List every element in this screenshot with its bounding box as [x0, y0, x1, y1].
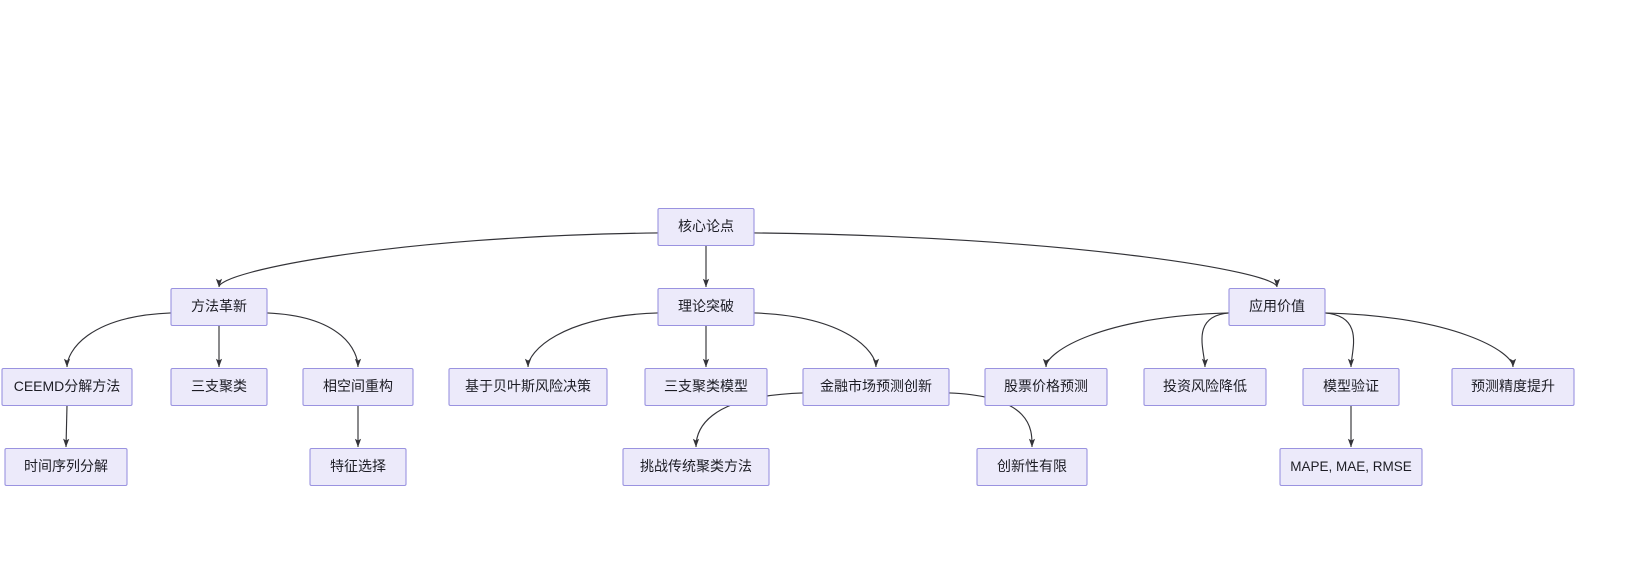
edge-node-to-node [1042, 312, 1230, 368]
node-box [1451, 367, 1575, 407]
edge-node-to-node [1201, 312, 1230, 368]
node-node[interactable]: 预测精度提升 [1451, 367, 1575, 407]
node-label: 金融市场预测创新 [820, 378, 932, 394]
edge-node-to-node [215, 232, 659, 288]
node-label: 方法革新 [191, 298, 247, 314]
edge-ceemd-to-node [63, 405, 70, 448]
node-label: 相空间重构 [323, 378, 393, 394]
node-label: 投资风险降低 [1163, 378, 1247, 394]
node-box [644, 367, 768, 407]
node-label: 时间序列分解 [24, 458, 108, 474]
node-box [448, 367, 608, 407]
node-box [657, 287, 755, 327]
node-label: 核心论点 [678, 218, 734, 234]
node-box [622, 447, 770, 487]
edge-node-to-node [266, 312, 362, 368]
node-label: 理论突破 [678, 298, 734, 314]
edge-layer [63, 232, 1517, 448]
node-label: 基于贝叶斯风险决策 [465, 378, 591, 394]
node-box [976, 447, 1088, 487]
node-label: 三支聚类 [191, 378, 247, 394]
node-box [170, 367, 268, 407]
node-node[interactable]: 三支聚类 [170, 367, 268, 407]
node-box [657, 207, 755, 247]
node-box [1, 367, 133, 407]
node-label: 三支聚类模型 [664, 378, 748, 394]
node-label: 预测精度提升 [1471, 378, 1555, 394]
node-label: MAPE, MAE, RMSE [1290, 459, 1412, 474]
node-node[interactable]: 投资风险降低 [1143, 367, 1267, 407]
node-box [1279, 447, 1423, 487]
node-label: 应用价值 [1249, 298, 1305, 314]
node-label: 股票价格预测 [1004, 378, 1088, 394]
node-node[interactable]: 时间序列分解 [4, 447, 128, 487]
edge-node-to-ceemd [63, 312, 172, 368]
node-box [309, 447, 407, 487]
node-node[interactable]: 挑战传统聚类方法 [622, 447, 770, 487]
node-mape-mae-rmse[interactable]: MAPE, MAE, RMSE [1279, 447, 1423, 487]
node-node[interactable]: 基于贝叶斯风险决策 [448, 367, 608, 407]
node-label: 模型验证 [1323, 378, 1379, 394]
node-box [1228, 287, 1326, 327]
edge-node-to-node [1324, 312, 1355, 368]
node-node[interactable]: 核心论点 [657, 207, 755, 247]
node-node[interactable]: 特征选择 [309, 447, 407, 487]
node-node[interactable]: 创新性有限 [976, 447, 1088, 487]
node-node[interactable]: 应用价值 [1228, 287, 1326, 327]
edge-node-to-node [753, 232, 1280, 288]
node-node[interactable]: 金融市场预测创新 [802, 367, 950, 407]
node-label: CEEMD分解方法 [14, 378, 121, 394]
node-box [984, 367, 1108, 407]
edge-node-to-node [524, 312, 659, 368]
node-node[interactable]: 方法革新 [170, 287, 268, 327]
node-node[interactable]: 股票价格预测 [984, 367, 1108, 407]
edge-node-to-node [948, 392, 1036, 448]
node-label: 挑战传统聚类方法 [640, 458, 752, 474]
edge-node-to-node [692, 392, 804, 448]
node-node[interactable]: 相空间重构 [302, 367, 414, 407]
edge-node-to-node [753, 312, 880, 368]
node-box [1143, 367, 1267, 407]
edge-node-to-node [1324, 312, 1517, 368]
node-node[interactable]: 理论突破 [657, 287, 755, 327]
node-label: 特征选择 [330, 458, 386, 474]
node-label: 创新性有限 [997, 458, 1067, 474]
node-box [802, 367, 950, 407]
node-box [4, 447, 128, 487]
node-box [1302, 367, 1400, 407]
node-box [302, 367, 414, 407]
node-box [170, 287, 268, 327]
node-ceemd[interactable]: CEEMD分解方法 [1, 367, 133, 407]
node-node[interactable]: 模型验证 [1302, 367, 1400, 407]
node-node[interactable]: 三支聚类模型 [644, 367, 768, 407]
